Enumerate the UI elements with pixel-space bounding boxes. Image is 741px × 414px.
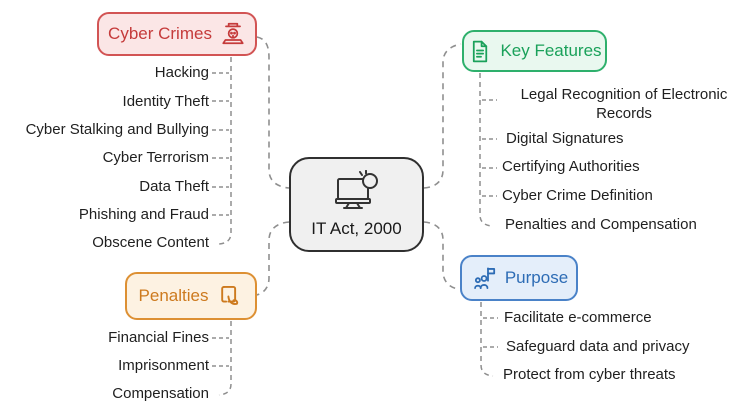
- item-ticks-right: [482, 99, 498, 348]
- item-ticks-left: [212, 72, 229, 367]
- mindmap-item-legal-recognition: Legal Recognition of Electronic Records: [520, 86, 728, 122]
- branch-node-key-features: Key Features: [462, 30, 607, 72]
- computer-alert-icon: [332, 170, 382, 214]
- branch-label-penalties: Penalties: [138, 286, 209, 305]
- mindmap-item-cyber-stalking: Cyber Stalking and Bullying: [25, 121, 209, 138]
- center-node-it-act: IT Act, 2000: [289, 157, 424, 252]
- mindmap-item-hacking: Hacking: [154, 64, 209, 81]
- center-node-label: IT Act, 2000: [311, 219, 402, 238]
- connector-key-features: [423, 43, 462, 189]
- mindmap-item-financial-fines: Financial Fines: [108, 329, 209, 346]
- hacker-skull-laptop-icon: [220, 21, 246, 47]
- branch-node-penalties: Penalties: [125, 272, 257, 320]
- mindmap-item-phishing-fraud: Phishing and Fraud: [78, 206, 209, 223]
- connector-purpose: [423, 221, 460, 290]
- mindmap-item-cyber-crime-definition: Cyber Crime Definition: [502, 187, 653, 204]
- mindmap-item-obscene-content: Obscene Content: [92, 234, 209, 251]
- connector-cyber-crimes: [256, 36, 290, 189]
- mindmap-item-facilitate-ecommerce: Facilitate e-commerce: [504, 309, 652, 326]
- connector-penalties: [255, 221, 290, 296]
- mindmap-item-digital-signatures: Digital Signatures: [506, 130, 624, 147]
- document-icon: [467, 39, 492, 64]
- spine-purpose: [480, 302, 494, 377]
- mindmap-item-imprisonment: Imprisonment: [118, 357, 209, 374]
- card-gavel-icon: [216, 283, 243, 310]
- mindmap-item-compensation: Compensation: [112, 385, 209, 402]
- branch-node-cyber-crimes: Cyber Crimes: [97, 12, 257, 56]
- spine-cyber-crimes: [218, 57, 232, 245]
- branch-label-purpose: Purpose: [504, 268, 569, 287]
- mindmap-item-safeguard-data: Safeguard data and privacy: [506, 338, 690, 355]
- spine-penalties: [218, 321, 232, 396]
- mindmap-item-penalties-compensation: Penalties and Compensation: [505, 216, 697, 233]
- mindmap-item-protect-threats: Protect from cyber threats: [503, 366, 676, 383]
- mindmap-item-cyber-terrorism: Cyber Terrorism: [102, 149, 209, 166]
- branch-label-cyber-crimes: Cyber Crimes: [108, 24, 212, 43]
- branch-label-key-features: Key Features: [500, 41, 602, 60]
- spine-key-features: [479, 73, 493, 227]
- mindmap-item-certifying-authorities: Certifying Authorities: [502, 158, 640, 175]
- mindmap-item-data-theft: Data Theft: [139, 178, 209, 195]
- branch-node-purpose: Purpose: [460, 255, 578, 301]
- mindmap-item-identity-theft: Identity Theft: [122, 93, 209, 110]
- team-flag-icon: [470, 265, 497, 292]
